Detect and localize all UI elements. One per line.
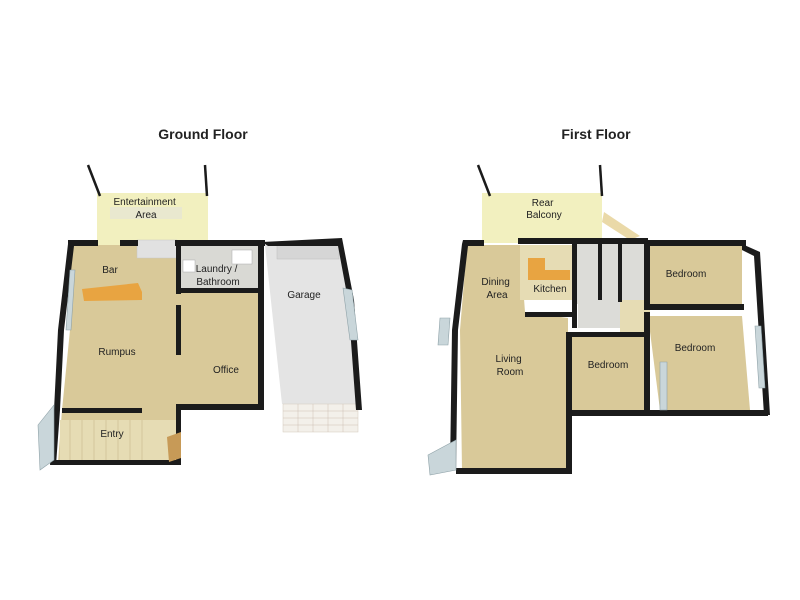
first-floor-title: First Floor [561,126,631,142]
label-entry: Entry [100,429,123,440]
bedroom-middle-floor [572,336,650,412]
label-bar: Bar [102,265,118,276]
ground-floor-plan: Ground Floor [37,126,362,471]
label-rumpus: Rumpus [98,347,135,358]
label-rear-balcony: Rear Balcony [526,198,562,221]
first-floor-plan: First Floor [427,126,770,476]
label-laundry-bathroom: Laundry / Bathroom [196,264,240,288]
rear-balcony-floor [482,193,602,243]
label-living-room: Living Room [496,354,525,378]
label-dining-area: Dining Area [481,277,512,301]
bedroom-right-floor [648,316,750,410]
label-kitchen: Kitchen [533,284,566,295]
bar-bench [82,283,142,301]
kitchen-bench [528,258,570,280]
ground-floor-title: Ground Floor [158,126,248,142]
label-bedroom-right: Bedroom [675,343,716,354]
label-bedroom-middle: Bedroom [588,360,629,371]
garage-floor [265,245,358,404]
label-office: Office [213,365,239,376]
label-garage: Garage [287,290,321,301]
living-dining-floor [460,245,568,470]
label-entertainment-area: Entertainment Area [113,197,178,221]
label-bedroom-top: Bedroom [666,269,707,280]
bedroom-top-floor [650,244,742,306]
first-floor-walls [450,238,770,474]
